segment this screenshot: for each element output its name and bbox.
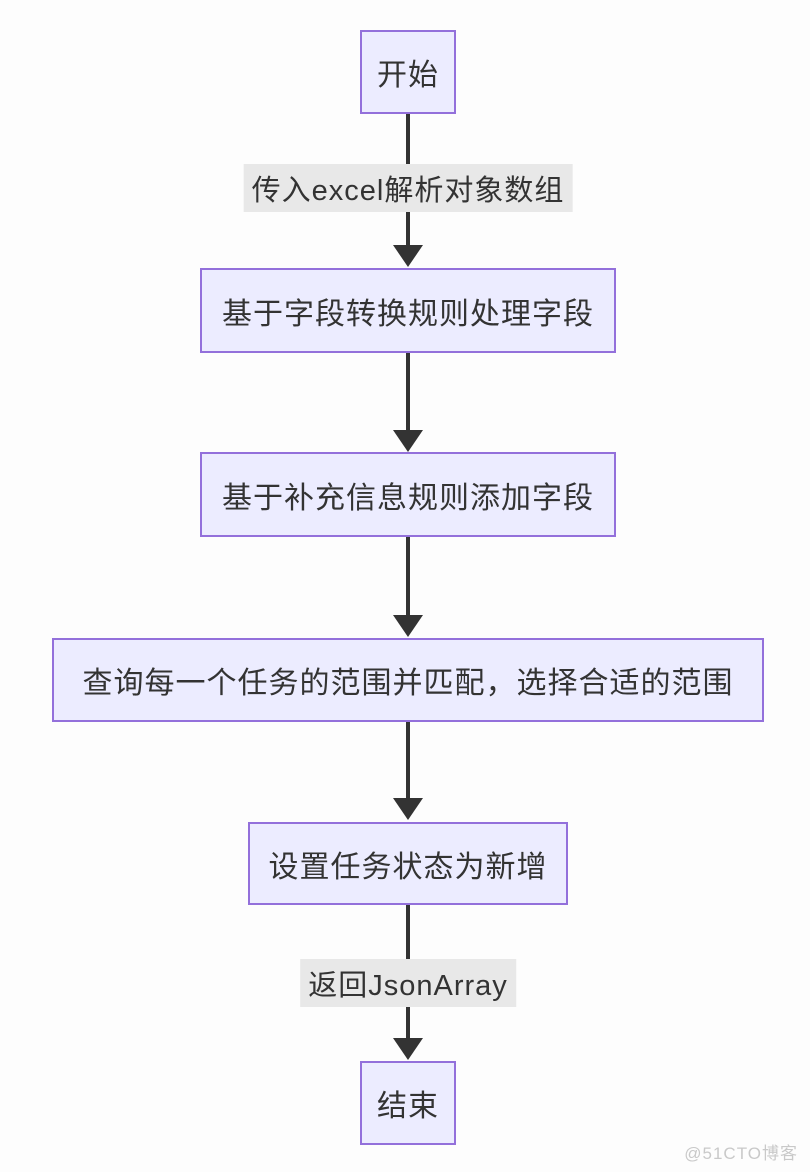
flow-node-end-label: 结束 xyxy=(377,1090,439,1123)
flow-node-match-range: 查询每一个任务的范围并匹配，选择合适的范围 xyxy=(52,638,764,722)
flow-node-add-fields: 基于补充信息规则添加字段 xyxy=(200,452,616,537)
arrowhead-icon xyxy=(393,245,423,267)
flow-node-process-fields: 基于字段转换规则处理字段 xyxy=(200,268,616,353)
flow-node-start: 开始 xyxy=(360,30,456,114)
watermark: @51CTO博客 xyxy=(684,1144,798,1163)
edge-matchrange-to-setstatus-line xyxy=(406,722,410,800)
flow-node-add-fields-label: 基于补充信息规则添加字段 xyxy=(222,481,594,515)
flow-node-set-status: 设置任务状态为新增 xyxy=(248,822,568,905)
edge-label-input-excel: 传入excel解析对象数组 xyxy=(243,164,573,212)
edge-process-to-addfields-line xyxy=(406,353,410,432)
edge-addfields-to-matchrange-line xyxy=(406,537,410,617)
flow-node-match-range-label: 查询每一个任务的范围并匹配，选择合适的范围 xyxy=(82,667,734,700)
arrowhead-icon xyxy=(393,1038,423,1060)
flow-node-start-label: 开始 xyxy=(377,59,439,92)
edge-label-return-jsonarray: 返回JsonArray xyxy=(300,959,516,1007)
arrowhead-icon xyxy=(393,430,423,452)
arrowhead-icon xyxy=(393,615,423,637)
arrowhead-icon xyxy=(393,798,423,820)
flow-node-set-status-label: 设置任务状态为新增 xyxy=(268,850,548,884)
flow-node-process-fields-label: 基于字段转换规则处理字段 xyxy=(222,297,594,331)
flow-node-end: 结束 xyxy=(360,1061,456,1145)
